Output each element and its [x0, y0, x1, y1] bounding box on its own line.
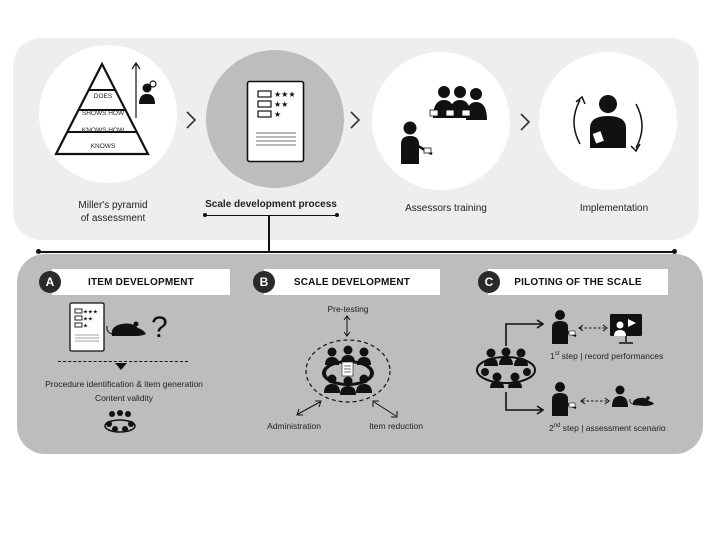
down-triangle-icon — [115, 363, 127, 370]
section-a-badge: A — [39, 271, 61, 293]
section-a-header: ITEM DEVELOPMENT — [52, 269, 230, 295]
person-with-rat-icon — [612, 385, 654, 407]
svg-text:★★★: ★★★ — [83, 310, 98, 316]
section-b-administration-label: Administration — [267, 421, 321, 431]
connector-horizontal — [38, 251, 675, 253]
step-1-ordinal: st — [554, 351, 560, 358]
double-arrow-horizontal-icon — [578, 324, 608, 332]
connector-dot-left — [36, 249, 41, 254]
double-arrow-right-diagonal-icon — [372, 400, 398, 418]
item-document-icon: ★★★ ★★ ★ — [69, 302, 105, 352]
assessor-icon — [552, 382, 577, 416]
stage-label-assessors-training: Assessors training — [405, 203, 487, 214]
stage-label-millers-pyramid: Miller's pyramid of assessment — [53, 199, 173, 225]
stage-bracket-dot-left — [203, 213, 207, 217]
svg-text:★★: ★★ — [274, 100, 288, 109]
section-a-caption-2: Content validity — [94, 393, 154, 403]
double-arrow-left-diagonal-icon — [296, 400, 322, 416]
implementation-cycle-icon — [573, 95, 643, 153]
pyramid-level-knows: KNOWS — [90, 143, 116, 150]
chevron-right-icon — [350, 111, 361, 129]
section-b-item-reduction-label: Item reduction — [369, 421, 423, 431]
assessor-icon — [552, 310, 577, 344]
training-group-icon — [401, 86, 487, 164]
stage-circle-assessors-training — [372, 52, 510, 190]
svg-text:★★★: ★★★ — [274, 90, 296, 99]
pyramid-icon — [54, 61, 157, 156]
step-1-text: step | record performances — [561, 351, 664, 361]
stage-label-scale-development: Scale development process — [205, 199, 337, 210]
step-2-number: 2 — [549, 423, 554, 433]
section-b-badge: B — [253, 271, 275, 293]
pyramid-level-does: DOES — [93, 93, 113, 100]
section-c-header: PILOTING OF THE SCALE — [488, 269, 668, 295]
question-mark: ? — [151, 311, 168, 344]
checklist-document-icon: ★★★ ★★ ★ — [246, 80, 305, 163]
stage-label-line: Miller's pyramid — [78, 200, 148, 211]
pyramid-level-shows-how: SHOWS HOW — [81, 110, 125, 117]
stage-label-implementation: Implementation — [579, 203, 649, 214]
video-screen-icon — [610, 314, 642, 344]
section-a-dashed-line — [58, 361, 188, 362]
double-arrow-vertical-icon — [343, 315, 351, 337]
stage-bracket-dot-right — [335, 213, 339, 217]
step-1-number: 1 — [550, 351, 555, 361]
step-2-label: 2nd step | assessment scenario — [549, 423, 684, 433]
pilot-group-icon — [476, 347, 536, 388]
panel-group-icon — [104, 410, 136, 433]
pyramid-level-knows-how: KNOWS HOW — [81, 127, 125, 134]
stage-label-line: of assessment — [80, 213, 146, 224]
svg-text:★: ★ — [274, 110, 281, 119]
chevron-right-icon — [520, 113, 531, 131]
connector-vertical — [268, 216, 270, 252]
svg-text:★: ★ — [83, 324, 88, 330]
panel-discussion-icon — [305, 339, 391, 403]
rat-icon — [106, 321, 146, 336]
step-2-text: step | assessment scenario — [562, 423, 666, 433]
double-arrow-horizontal-icon — [580, 397, 610, 405]
svg-text:★★: ★★ — [83, 317, 93, 323]
step-1-label: 1st step | record performances — [550, 351, 680, 361]
connector-dot-right — [672, 249, 677, 254]
section-b-header: SCALE DEVELOPMENT — [264, 269, 440, 295]
section-b-pre-testing-label: Pre-testing — [327, 304, 369, 314]
step-2-ordinal: nd — [553, 423, 561, 430]
section-a-caption-1: Procedure identification & item generati… — [45, 379, 203, 389]
chevron-right-icon — [186, 111, 197, 129]
stage-bracket-line — [205, 215, 337, 216]
section-c-badge: C — [478, 271, 500, 293]
pilot-step-connector — [505, 319, 545, 415]
